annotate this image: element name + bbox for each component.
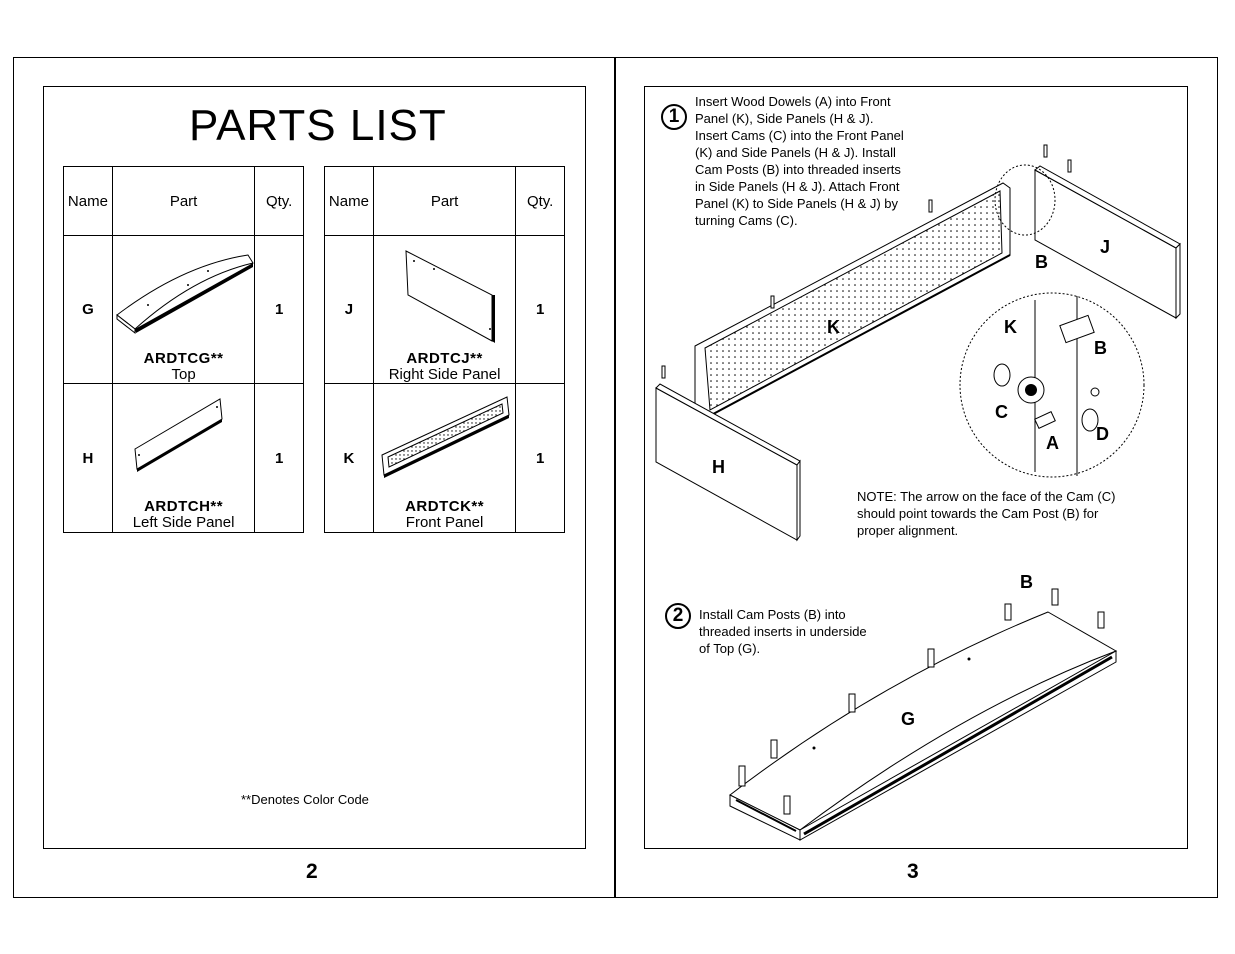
front-panel-illustration — [381, 395, 510, 478]
label-j: J — [1100, 237, 1111, 257]
label-k-panel: K — [827, 317, 840, 337]
right-side-panel-illustration — [405, 249, 495, 343]
part-qty: 1 — [515, 235, 565, 384]
parts-table-right: Name Part Qty. J ARDTCJ** Right Side Pan… — [324, 166, 565, 533]
part-code: ARDTCG** — [143, 349, 224, 367]
right-page-border — [614, 57, 1218, 898]
table-row: G ARDTCG** Top 1 — [63, 235, 304, 384]
part-name: Top — [171, 365, 196, 383]
part-code: ARDTCK** — [405, 497, 485, 515]
part-name: Front Panel — [405, 513, 484, 531]
table-row: H ARDTCH** Left Side Panel 1 — [63, 383, 304, 533]
left-page-border — [13, 57, 616, 898]
label-b-detail: B — [1094, 338, 1107, 358]
label-a: A — [1046, 433, 1059, 453]
table-row: J ARDTCJ** Right Side Panel 1 — [324, 235, 565, 384]
note-text: NOTE: The arrow on the face of the Cam (… — [857, 489, 1116, 538]
left-side-panel-illustration — [134, 397, 223, 472]
step-1-text: Insert Wood Dowels (A) into Front Panel … — [695, 94, 904, 228]
header-qty: Qty. — [515, 166, 565, 236]
part-name: Right Side Panel — [388, 365, 501, 383]
parts-table-left: Name Part Qty. G ARDTCG** Top 1 H — [63, 166, 304, 533]
part-cell: ARDTCJ** Right Side Panel — [372, 235, 517, 384]
page-number-left: 2 — [306, 860, 318, 883]
part-qty: 1 — [254, 383, 304, 533]
header-name: Name — [63, 166, 113, 236]
part-cell: ARDTCH** Left Side Panel — [111, 383, 256, 533]
step-1-badge: 1 — [661, 104, 687, 130]
label-g: G — [901, 709, 916, 729]
table-row: K ARDTCK** Front Panel 1 — [324, 383, 565, 533]
step-2-badge: 2 — [665, 603, 691, 629]
parts-list-frame — [43, 86, 586, 849]
header-part: Part — [372, 166, 517, 236]
instructions-frame — [644, 86, 1188, 849]
part-name: Left Side Panel — [132, 513, 235, 531]
label-h: H — [712, 457, 725, 477]
page-title: PARTS LIST — [189, 101, 447, 150]
header-qty: Qty. — [254, 166, 304, 236]
part-cell: ARDTCK** Front Panel — [372, 383, 517, 533]
part-qty: 1 — [254, 235, 304, 384]
step-2-text: Install Cam Posts (B) into threaded inse… — [699, 607, 867, 656]
part-qty: 1 — [515, 383, 565, 533]
part-code: ARDTCH** — [144, 497, 224, 515]
label-b-step2: B — [1020, 572, 1033, 592]
part-code: ARDTCJ** — [406, 349, 483, 367]
label-c: C — [995, 402, 1008, 422]
footnote: **Denotes Color Code — [241, 792, 369, 807]
top-illustration — [116, 253, 254, 334]
page-number-right: 3 — [907, 860, 919, 883]
label-b-top: B — [1035, 252, 1048, 272]
label-d: D — [1096, 424, 1109, 444]
part-letter: G — [63, 235, 113, 384]
label-k-detail: K — [1004, 317, 1017, 337]
header-name: Name — [324, 166, 374, 236]
